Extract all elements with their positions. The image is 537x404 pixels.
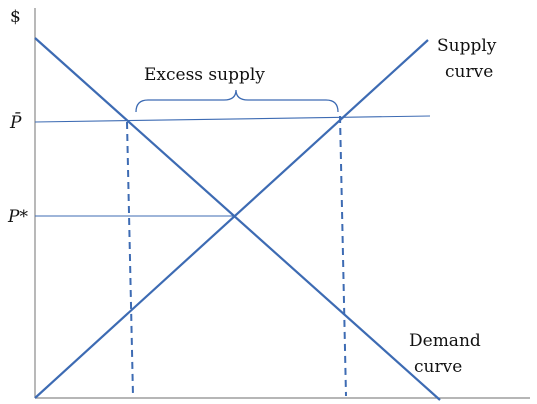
price-floor-label: P̄: [9, 111, 22, 133]
quantity-demanded-dashed-line: [126, 121, 134, 397]
excess-supply-brace: [135, 89, 339, 113]
equilibrium-price-label: P*: [7, 207, 28, 227]
supply-curve-label-line2: curve: [445, 62, 493, 82]
demand-curve-label-line2: curve: [414, 357, 462, 377]
price-floor-line: [34, 115, 431, 123]
supply-curve: [34, 39, 429, 399]
excess-supply-label: Excess supply: [144, 65, 265, 85]
demand-curve: [34, 37, 441, 401]
supply-curve-label-line1: Supply: [437, 36, 497, 56]
quantity-supplied-dashed-line: [339, 115, 347, 397]
demand-curve-label-line1: Demand: [409, 331, 481, 351]
y-axis-symbol-label: $: [10, 7, 21, 27]
